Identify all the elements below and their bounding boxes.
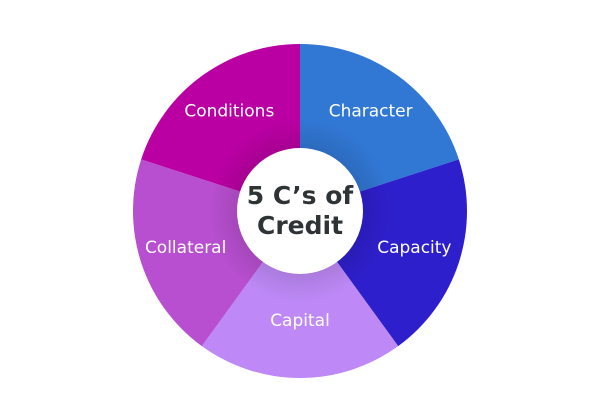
center-circle — [237, 148, 363, 274]
label-collateral: Collateral — [145, 238, 226, 258]
label-conditions: Conditions — [184, 102, 274, 122]
center-title-line-2: Credit — [257, 211, 343, 240]
label-capital: Capital — [270, 311, 330, 331]
center-title-line-1: 5 C’s of — [247, 181, 355, 210]
label-character: Character — [329, 102, 413, 122]
label-capacity: Capacity — [377, 238, 451, 258]
